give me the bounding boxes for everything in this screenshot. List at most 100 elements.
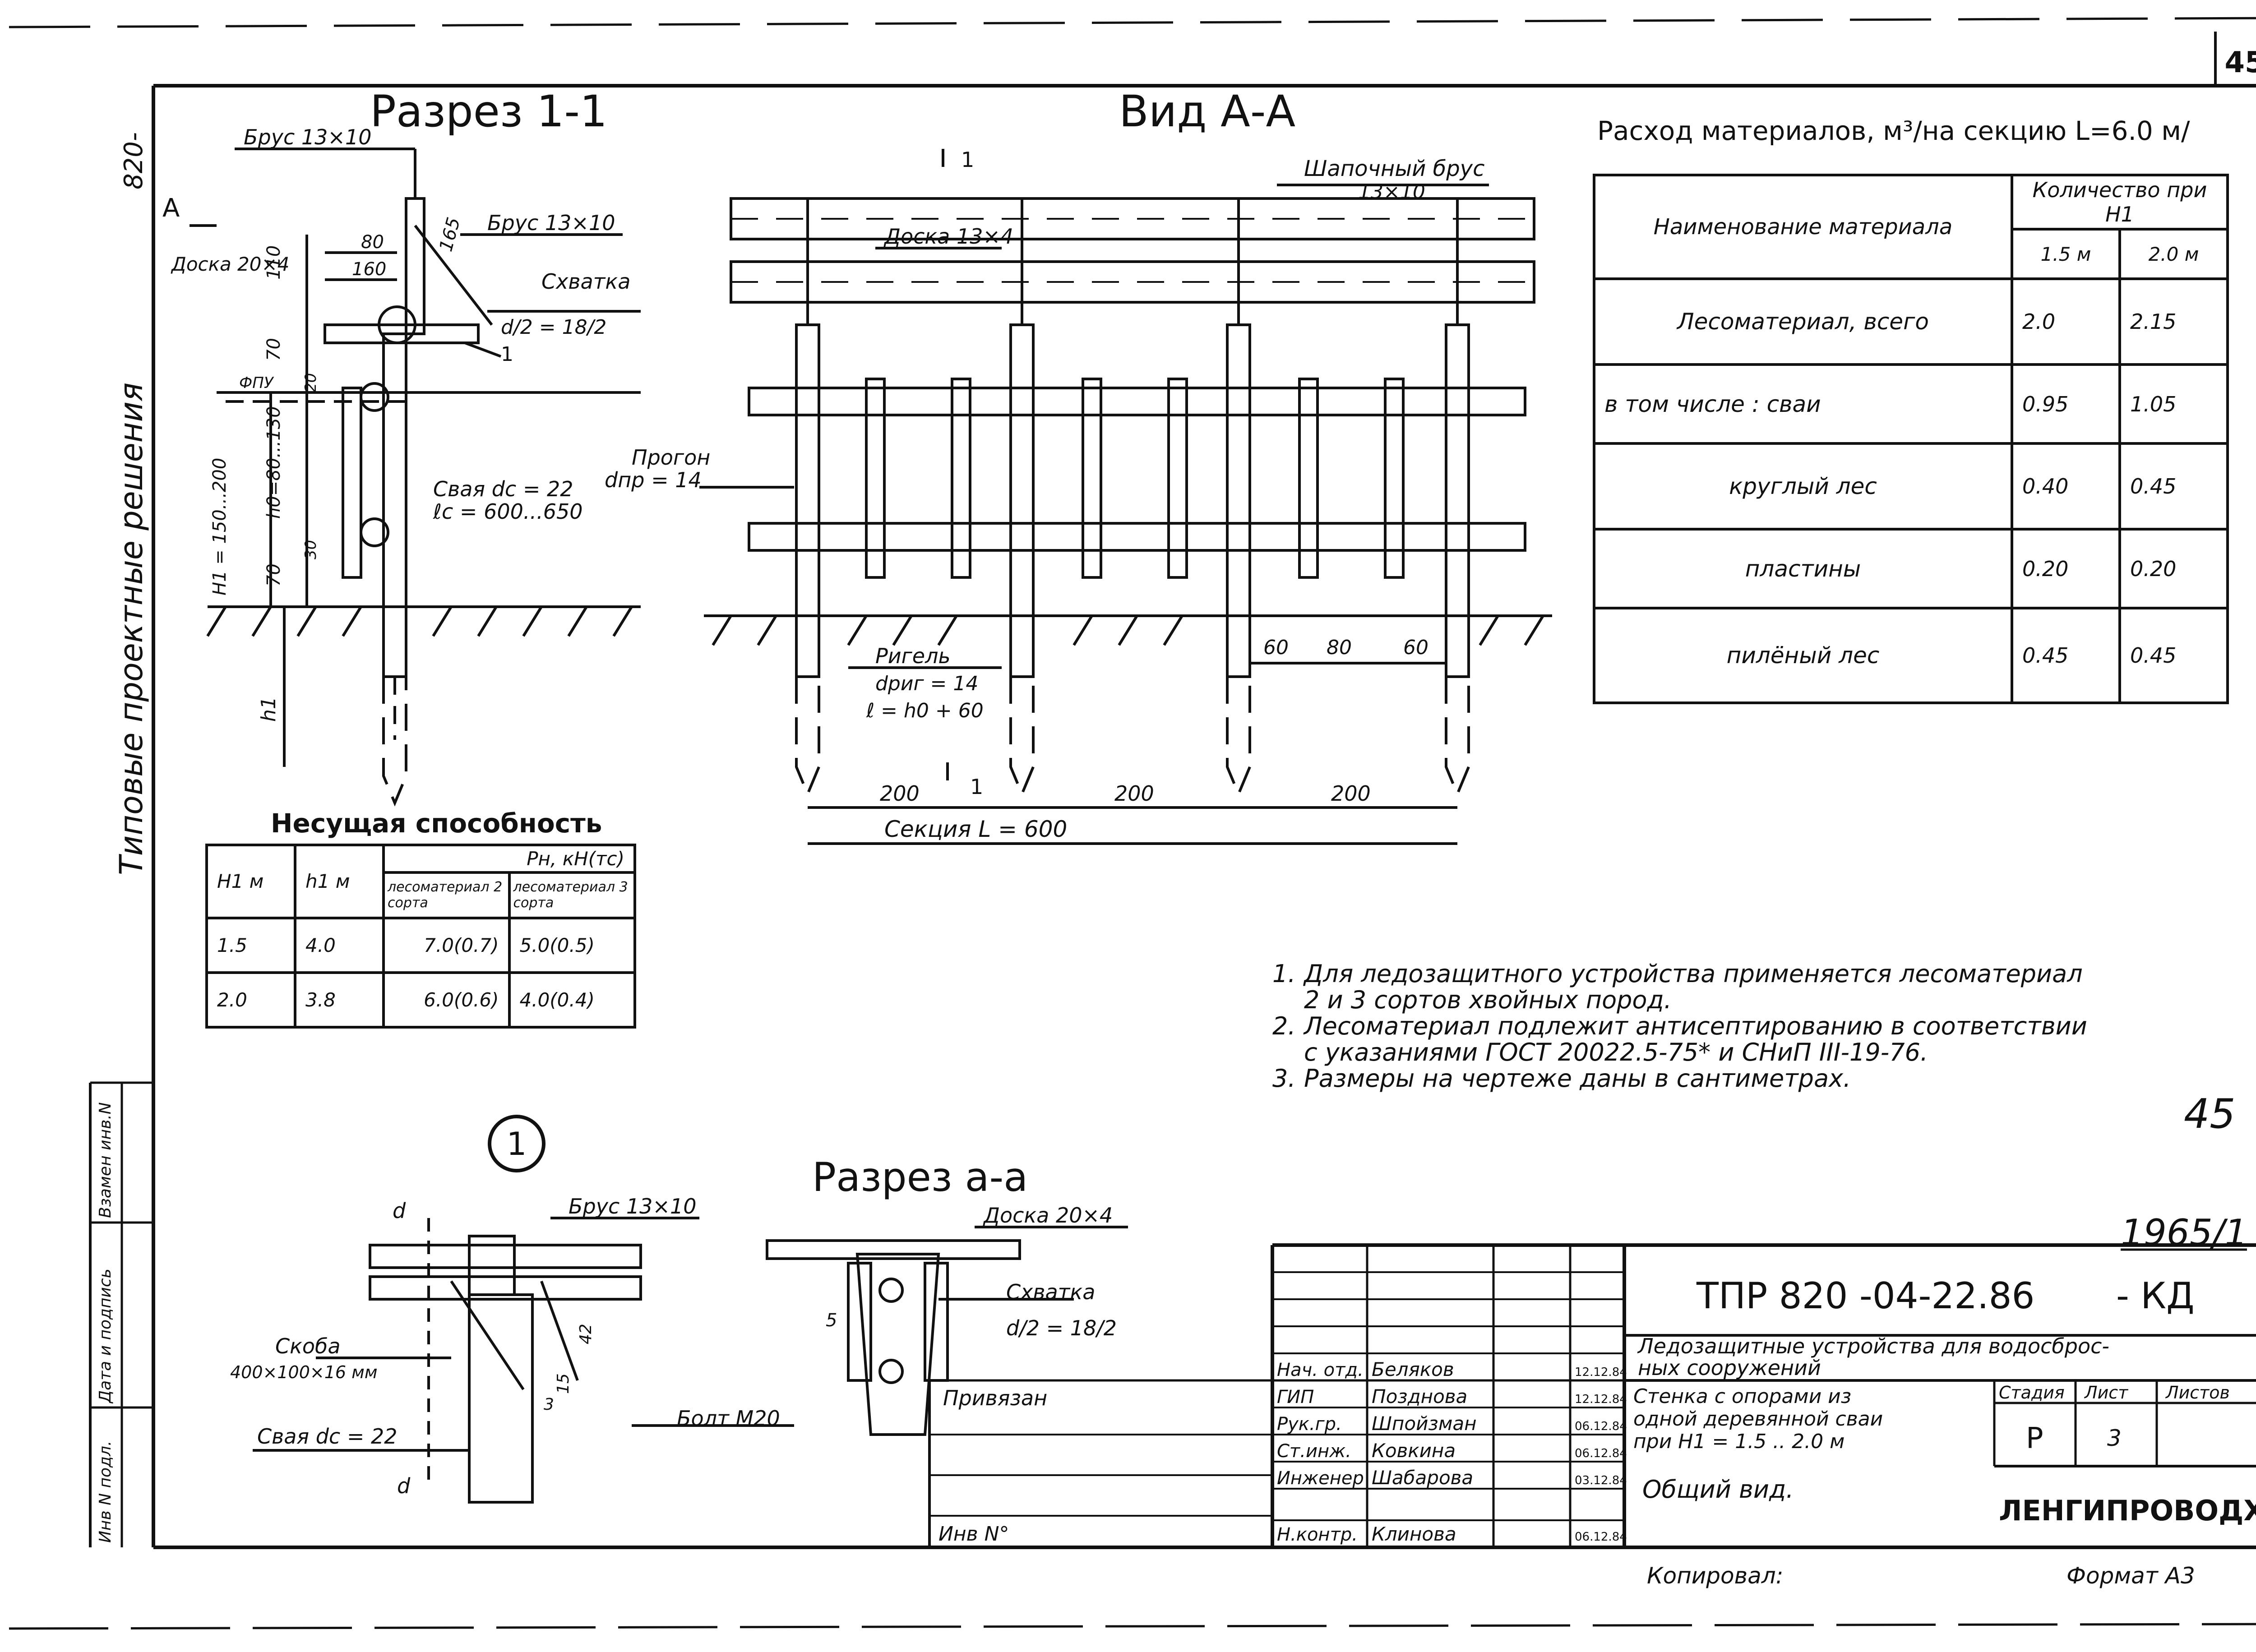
note-line: 2. Лесоматериал подлежит антисептированию…	[1272, 1013, 2256, 1039]
side-vertical-text: Типовые проектные решения	[113, 383, 150, 875]
note-number: 3.	[1272, 1064, 1296, 1093]
capacity-h-c2: лесоматериал 3 сорта	[508, 871, 636, 919]
dim-165: 165	[435, 215, 464, 254]
label-rigel-d: dриг = 14	[875, 672, 978, 695]
capacity-table: H1 м h1 м Pн, кН(тс) лесоматериал 2 сорт…	[205, 844, 636, 1029]
signer-date: 12.12.84	[1575, 1366, 1627, 1379]
signer-date: 03.12.84	[1575, 1474, 1627, 1487]
note-number: 2.	[1272, 1012, 1296, 1040]
note-number: 1.	[1272, 960, 1296, 988]
section-a-a: Разрез а-а Доска 20×4 Схватка d/2 = 18/2…	[766, 1154, 1128, 1436]
label-rigel-l: ℓ = h0 + 60	[866, 699, 984, 722]
handwritten-ref: 1965/1	[2121, 1212, 2247, 1254]
stage-label: Стадия	[1999, 1383, 2065, 1403]
note-line: 3. Размеры на чертеже даны в сантиметрах.	[1272, 1066, 2256, 1092]
detail-skoba: Скоба	[275, 1334, 341, 1358]
label-brus-side: Брус 13×10	[487, 211, 615, 235]
detail-dim-3: 3	[544, 1395, 554, 1414]
label-skhvatka-frac: d/2 = 18/2	[501, 316, 606, 339]
section-aa-skhvatka: Схватка	[1006, 1280, 1095, 1304]
capacity-h-H1: H1 м	[205, 844, 296, 919]
detail-1: 1 d d Брус 13×10 Скоба 400×100×16 мм Сва…	[230, 1115, 794, 1504]
detail-1-number: 1	[507, 1126, 527, 1163]
series-mark: 820-	[119, 132, 148, 189]
section-aa-doska: Доска 20×4	[983, 1203, 1113, 1227]
dim-110: 110	[264, 245, 284, 280]
materials-table: Наименование материала Количество при H1…	[1593, 174, 2229, 704]
sheet-value: 3	[2107, 1425, 2122, 1451]
capacity-c2: 4.0(0.4)	[508, 971, 636, 1029]
signer-role: Нач. отд.	[1277, 1360, 1364, 1380]
section-length: Секция L = 600	[884, 816, 1067, 842]
organization: ЛЕНГИПРОВОДХОЗ	[1999, 1494, 2256, 1527]
strip-replace: Взамен инв.N	[96, 1102, 115, 1218]
dim-20: 20	[302, 373, 320, 392]
signer-name: Клинова	[1372, 1523, 1456, 1545]
capacity-h1: 4.0	[294, 916, 385, 974]
note-text: Лесоматериал подлежит антисептированию в…	[1304, 1012, 2087, 1040]
sheet-view-name: Общий вид.	[1642, 1475, 1794, 1504]
signer-date: 12.12.84	[1575, 1393, 1627, 1406]
sheet-label: Лист	[2084, 1383, 2129, 1403]
materials-title: Расход материалов, м³/на секцию L=6.0 м/	[1597, 115, 2190, 146]
signer-role: Инженер	[1277, 1468, 1364, 1489]
signer-date: 06.12.84	[1575, 1447, 1627, 1460]
note-text: с указаниями ГОСТ 20022.5-75* и СНиП III…	[1304, 1038, 1928, 1066]
signer-role: ГИП	[1277, 1387, 1314, 1407]
materials-row-v1: 0.20	[2011, 528, 2121, 609]
privyazan-label: Привязан	[943, 1386, 1047, 1410]
dim-h1: h1	[257, 697, 280, 722]
materials-row-v2: 2.15	[2118, 277, 2229, 366]
purpose-line-1: Ледозащитные устройства для водосброс-	[1637, 1334, 2109, 1358]
note-text: Размеры на чертеже даны в сантиметрах.	[1304, 1064, 1851, 1093]
materials-header-qty: Количество при H1	[2011, 174, 2229, 231]
signer-name: Беляков	[1372, 1358, 1454, 1380]
capacity-title: Несущая способность	[271, 808, 602, 839]
detail-skoba-size: 400×100×16 мм	[230, 1362, 378, 1382]
sheets-label: Листов	[2165, 1383, 2230, 1403]
detail-dim-15: 15	[554, 1373, 573, 1394]
dim-70a: 70	[264, 338, 284, 361]
materials-row-v1: 2.0	[2011, 277, 2121, 366]
materials-row-name: круглый лес	[1593, 442, 2013, 531]
label-svaya: Свая dс = 22	[433, 477, 573, 501]
span-3: 200	[1331, 781, 1371, 806]
label-skhvatka: Схватка	[541, 269, 630, 294]
signers: Нач. отд. Беляков 12.12.84 ГИП Позднова …	[1277, 1358, 1627, 1545]
capacity-h1: 3.8	[294, 971, 385, 1029]
capacity-h-c1: лесоматериал 2 сорта	[382, 871, 511, 919]
dim-30: 30	[302, 540, 320, 559]
materials-header-name: Наименование материала	[1593, 174, 2013, 280]
materials-row-name: пластины	[1593, 528, 2013, 609]
signer-name: Шпойзман	[1372, 1412, 1477, 1435]
desc-line-2: одной деревянной сваи	[1633, 1407, 1883, 1431]
capacity-c1: 6.0(0.6)	[382, 971, 511, 1029]
capacity-H1: 1.5	[205, 916, 296, 974]
section-aa-skhvatka-frac: d/2 = 18/2	[1006, 1316, 1117, 1340]
label-svaya-len: ℓс = 600...650	[433, 499, 583, 524]
dim-70b: 70	[264, 563, 284, 586]
materials-row-v2: 0.20	[2118, 528, 2229, 609]
detail-bolt: Болт М20	[677, 1406, 780, 1431]
doc-kd: - КД	[2116, 1275, 2195, 1317]
materials-row-v2: 1.05	[2118, 363, 2229, 445]
label-fpu: ФПУ	[239, 374, 274, 392]
label-brus-top: Брус 13×10	[244, 125, 372, 149]
materials-row-v1: 0.95	[2011, 363, 2121, 445]
dim-80: 80	[361, 232, 384, 253]
signer-date: 06.12.84	[1575, 1530, 1627, 1544]
note-text: 2 и 3 сортов хвойных пород.	[1304, 986, 1672, 1014]
signer-role: Рук.гр.	[1277, 1414, 1342, 1435]
section-1-1: Разрез 1-1	[162, 86, 641, 807]
materials-col-1: 1.5 м	[2011, 228, 2121, 280]
strip-date: Дата и подпись	[96, 1269, 115, 1404]
detail-d-bottom: d	[397, 1474, 411, 1498]
materials-row-v2: 0.45	[2118, 607, 2229, 704]
capacity-H1: 2.0	[205, 971, 296, 1029]
signer-role: Н.контр.	[1277, 1524, 1358, 1545]
section-aa-dim-5: 5	[826, 1310, 837, 1331]
page-number: 45	[2224, 46, 2256, 79]
desc-line-3: при H1 = 1.5 .. 2.0 м	[1633, 1430, 1845, 1453]
materials-row-v1: 0.40	[2011, 442, 2121, 531]
desc-line-1: Стенка с опорами из	[1633, 1385, 1851, 1408]
